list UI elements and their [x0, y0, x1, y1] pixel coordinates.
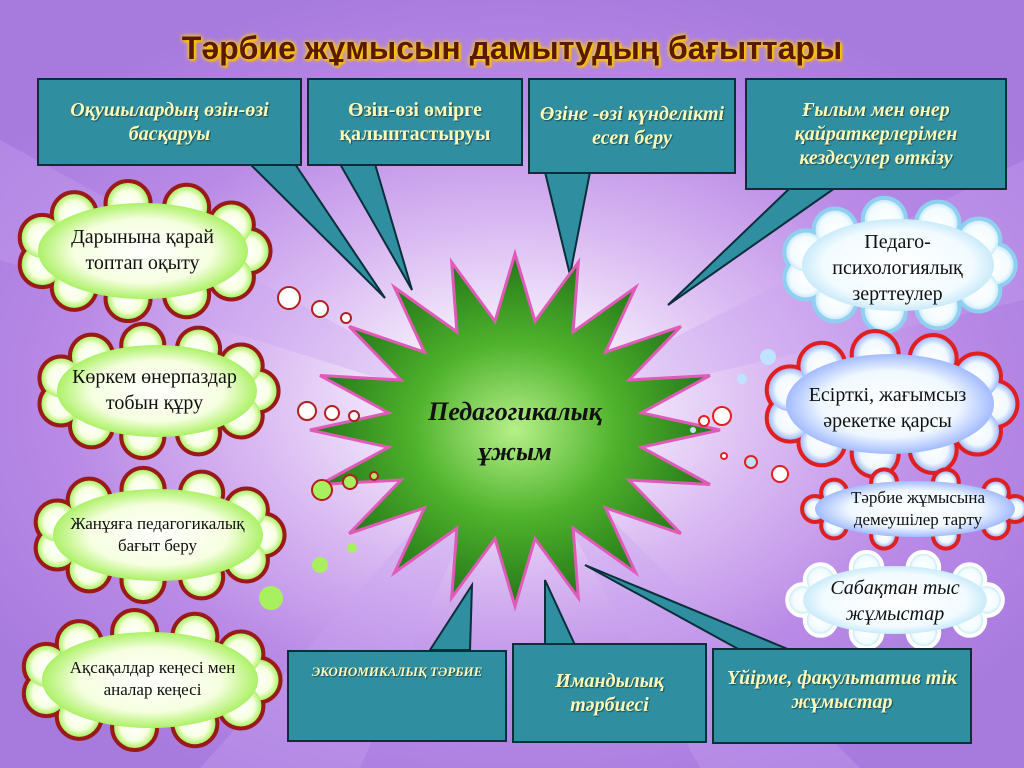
cloud-label-family-guidance: Жанұяға педагогикалық бағыт беру [70, 513, 245, 555]
cloud-label-psych-research: Педаго-психологиялық зерттеулер [832, 230, 963, 305]
cloud-label-gifted-groups: Дарынына қарай топтап оқыту [71, 226, 214, 274]
cloud-label-elders-council: Ақсақалдар кеңесі мен аналар кеңесі [69, 657, 236, 699]
box-moral-education-label: Имандылық тәрбиесі [555, 670, 664, 716]
box-self-formation-label: Өзін-өзі өмірге қалыптастыруы [339, 99, 491, 145]
box-self-government-label: Оқушылардың өзін-өзі басқаруы [70, 99, 269, 145]
box-daily-report-label: Өзіне -өзі күнделікті есеп беру [539, 103, 725, 149]
box-meetings-label: Ғылым мен өнер қайраткерлерімен кездесул… [794, 99, 958, 169]
box-economic-education: ЭКОНОМИКАЛЫҚ ТӘРБИЕ [287, 650, 507, 742]
cloud-label-anti-drugs: Есірткі, жағымсыз әрекетке қарсы [808, 384, 967, 432]
box-clubs-electives-label: Үйірме, факультатив тік жұмыстар [726, 667, 958, 713]
box-self-formation: Өзін-өзі өмірге қалыптастыруы [307, 78, 523, 166]
cloud-sponsors [800, 467, 1024, 551]
center-label: Педагогикалық ұжым [395, 392, 635, 473]
cloud-label-art-group: Көркем өнерпаздар тобын құру [72, 366, 237, 414]
center-label-line1: Педагогикалық [428, 397, 602, 426]
cloud-art-group [37, 321, 281, 461]
thought-bubbles [259, 286, 789, 610]
box-daily-report: Өзіне -өзі күнделікті есеп беру [528, 78, 736, 174]
pointer-top-2 [338, 163, 413, 291]
center-label-line2: ұжым [478, 437, 552, 467]
box-economic-education-label: ЭКОНОМИКАЛЫҚ ТӘРБИЕ [311, 664, 483, 679]
cloud-gifted-groups [17, 178, 273, 324]
clouds [17, 178, 1024, 753]
cloud-anti-drugs [764, 329, 1020, 479]
pointer-top-3 [543, 171, 592, 276]
cloud-label-sponsors: Тәрбие жұмысына демеушілер тарту [850, 487, 985, 529]
central-star [309, 248, 721, 612]
box-meetings: Ғылым мен өнер қайраткерлерімен кездесул… [745, 78, 1007, 190]
pointer-bottom-2 [544, 579, 577, 646]
cloud-extracurricular [785, 549, 1005, 651]
cloud-family-guidance [33, 465, 287, 605]
box-moral-education: Имандылық тәрбиесі [512, 643, 707, 743]
cloud-elders-council [21, 607, 283, 753]
box-clubs-electives: Үйірме, факультатив тік жұмыстар [712, 648, 972, 744]
cloud-psych-research [782, 195, 1018, 335]
page-title: Тәрбие жұмысын дамытудың бағыттары [181, 30, 843, 66]
box-self-government: Оқушылардың өзін-өзі басқаруы [37, 78, 302, 166]
cloud-label-extracurricular: Сабақтан тыс жұмыстар [830, 576, 960, 625]
